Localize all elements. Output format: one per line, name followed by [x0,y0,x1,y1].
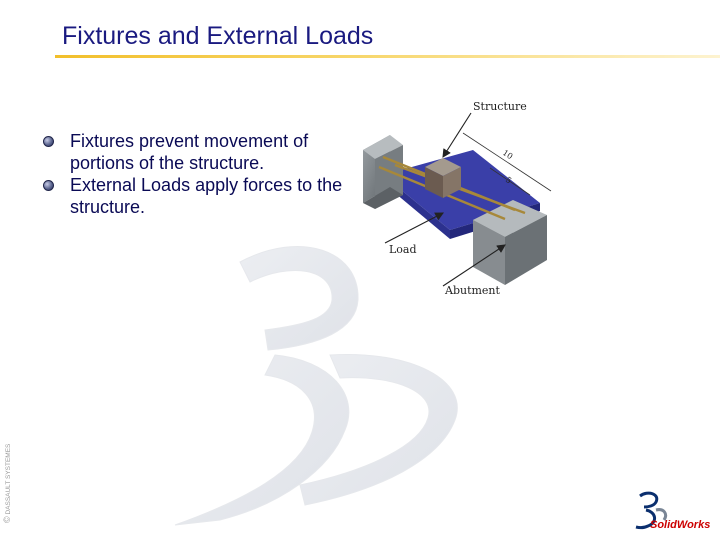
copyright-notice: © DASSAULT SYSTEMES [0,443,14,523]
dimension-label: 5 [504,175,513,185]
bullet-text: External Loads apply forces to the struc… [70,175,343,217]
bridge-fixture-diagram: 10 5 Structure Load Abutment [363,100,552,297]
title-divider [55,55,720,58]
bullet-dot-icon [43,136,54,147]
bullet-text: Fixtures prevent movement of portions of… [70,131,309,173]
load-label: Load [389,243,417,256]
structure-block [425,158,461,198]
copyright-symbol: © [2,516,12,523]
bullet-dot-icon [43,180,54,191]
structure-label: Structure [473,100,527,113]
logo-text: SolidWorks [650,519,710,531]
callout-arrows [384,112,506,287]
3ds-mark-icon [635,491,668,530]
bullet-item: Fixtures prevent movement of portions of… [40,130,360,174]
bullet-list: Fixtures prevent movement of portions of… [40,130,360,218]
3ds-solidworks-logo: SolidWorks [635,491,710,531]
dimension-lines [462,132,552,196]
slide-title: Fixtures and External Loads [62,22,374,50]
abutment-left [363,135,403,209]
bullet-item: External Loads apply forces to the struc… [40,174,360,218]
abutment-label: Abutment [444,284,501,297]
copyright-label: DASSAULT SYSTEMES [5,443,12,515]
